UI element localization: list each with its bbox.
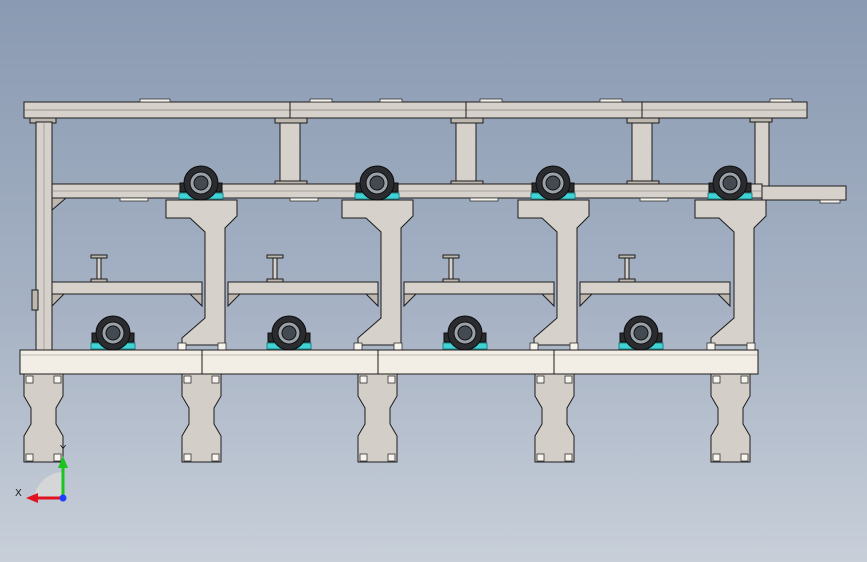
upper-bearing (178, 165, 224, 201)
c-frame (517, 199, 590, 351)
c-frame (694, 199, 767, 351)
upper-rail (51, 183, 763, 212)
lower-bearing (442, 315, 488, 351)
right-post (749, 117, 847, 204)
left-column (31, 121, 53, 353)
i-post (266, 254, 284, 283)
base-plate (19, 349, 759, 375)
i-post (618, 254, 636, 283)
support-foot (534, 373, 575, 463)
triad-x-arrow-icon (26, 493, 38, 503)
upper-bearing (530, 165, 576, 201)
hanger-post (450, 117, 484, 187)
triad-origin-icon (59, 494, 67, 502)
coordinate-triad[interactable]: X Y (15, 444, 68, 503)
top-beam (23, 98, 808, 124)
lower-bearing (266, 315, 312, 351)
upper-bearing (707, 165, 753, 201)
triad-y-arrow-icon (58, 456, 68, 468)
i-post (90, 254, 108, 283)
hanger-post (626, 117, 660, 187)
triad-x-label: X (15, 488, 22, 499)
c-frame (341, 199, 414, 351)
c-frame (165, 199, 238, 351)
lower-bearing (618, 315, 664, 351)
support-foot (181, 373, 222, 463)
i-post (442, 254, 460, 283)
upper-bearing (354, 165, 400, 201)
triad-origin-icon (34, 472, 62, 498)
triad-y-label: Y (59, 444, 67, 455)
lower-bearing (90, 315, 136, 351)
hanger-post (274, 117, 308, 187)
support-foot (23, 373, 64, 463)
lower-rail (51, 281, 731, 308)
support-foot (357, 373, 398, 463)
support-foot (710, 373, 751, 463)
